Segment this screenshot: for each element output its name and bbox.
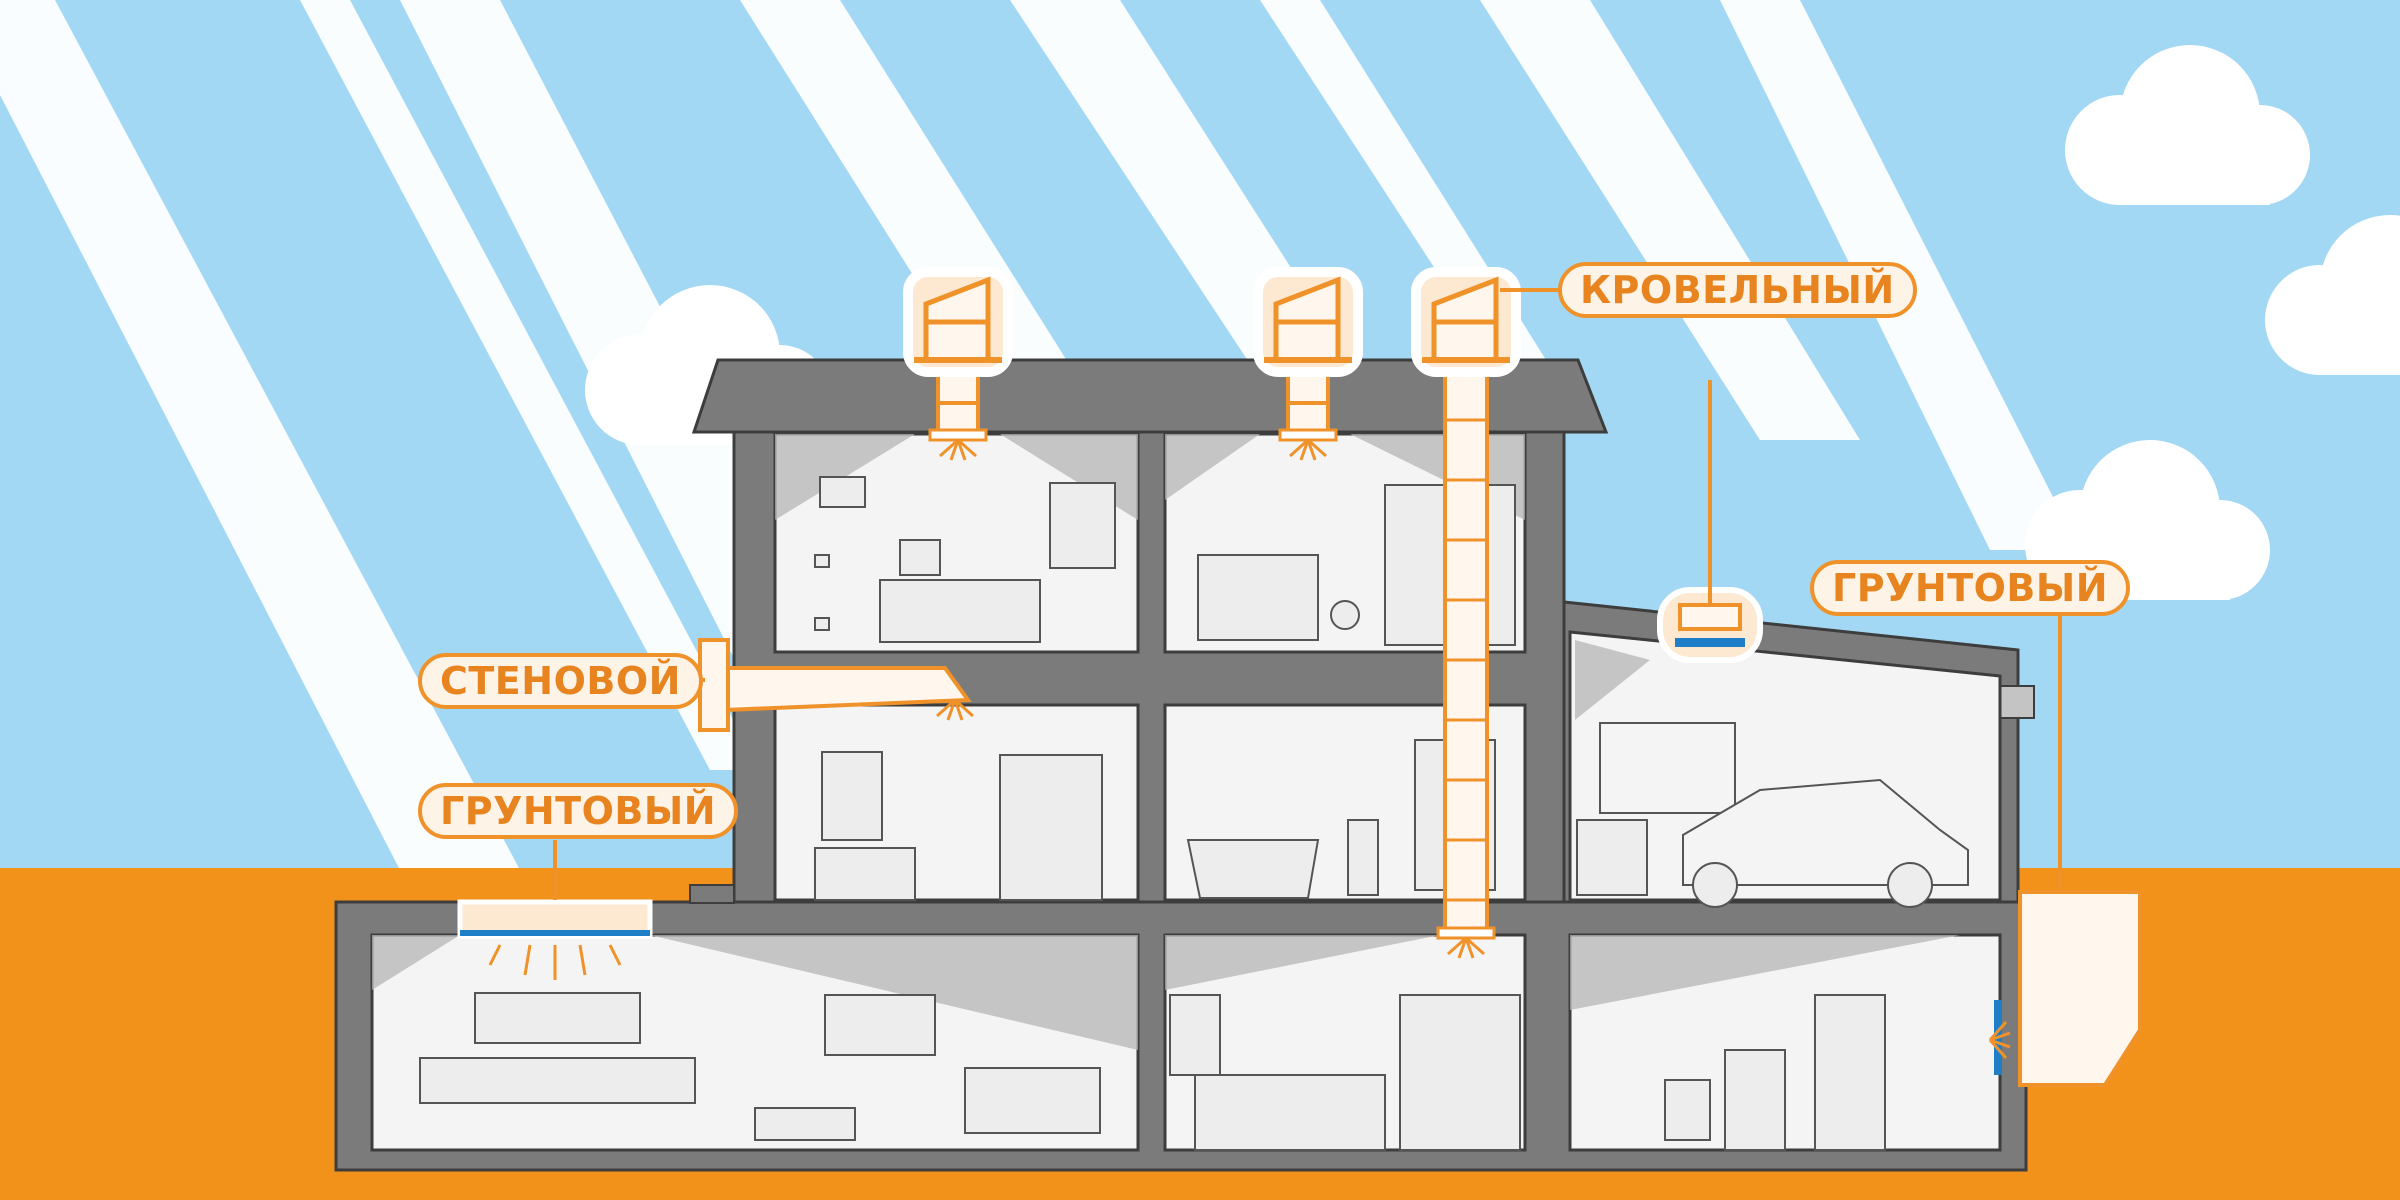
ground-tube-label-right: ГРУНТОВЫЙ [1810,560,2131,616]
light-diffuser-icon [928,428,1496,960]
long-tube-segments [1445,418,1487,902]
skylight-dome-icon [1258,272,1358,372]
skylight-dome-icon [1416,272,1516,372]
wall-tube-label: СТЕНОВОЙ [418,653,703,709]
light-diffuser-icon [1657,380,1763,663]
teddy-bear-icon [1330,600,1360,630]
light-cones [372,434,1960,1050]
ground-tube-label-left: ГРУНТОВЫЙ [418,783,739,839]
skylight-dome-icon [908,272,1008,372]
light-diffuser-icon [1988,1000,2012,1075]
light-diffuser-icon [457,899,653,980]
car-icon [1682,778,1969,908]
roof-tube-label: КРОВЕЛЬНЫЙ [1558,262,1917,318]
